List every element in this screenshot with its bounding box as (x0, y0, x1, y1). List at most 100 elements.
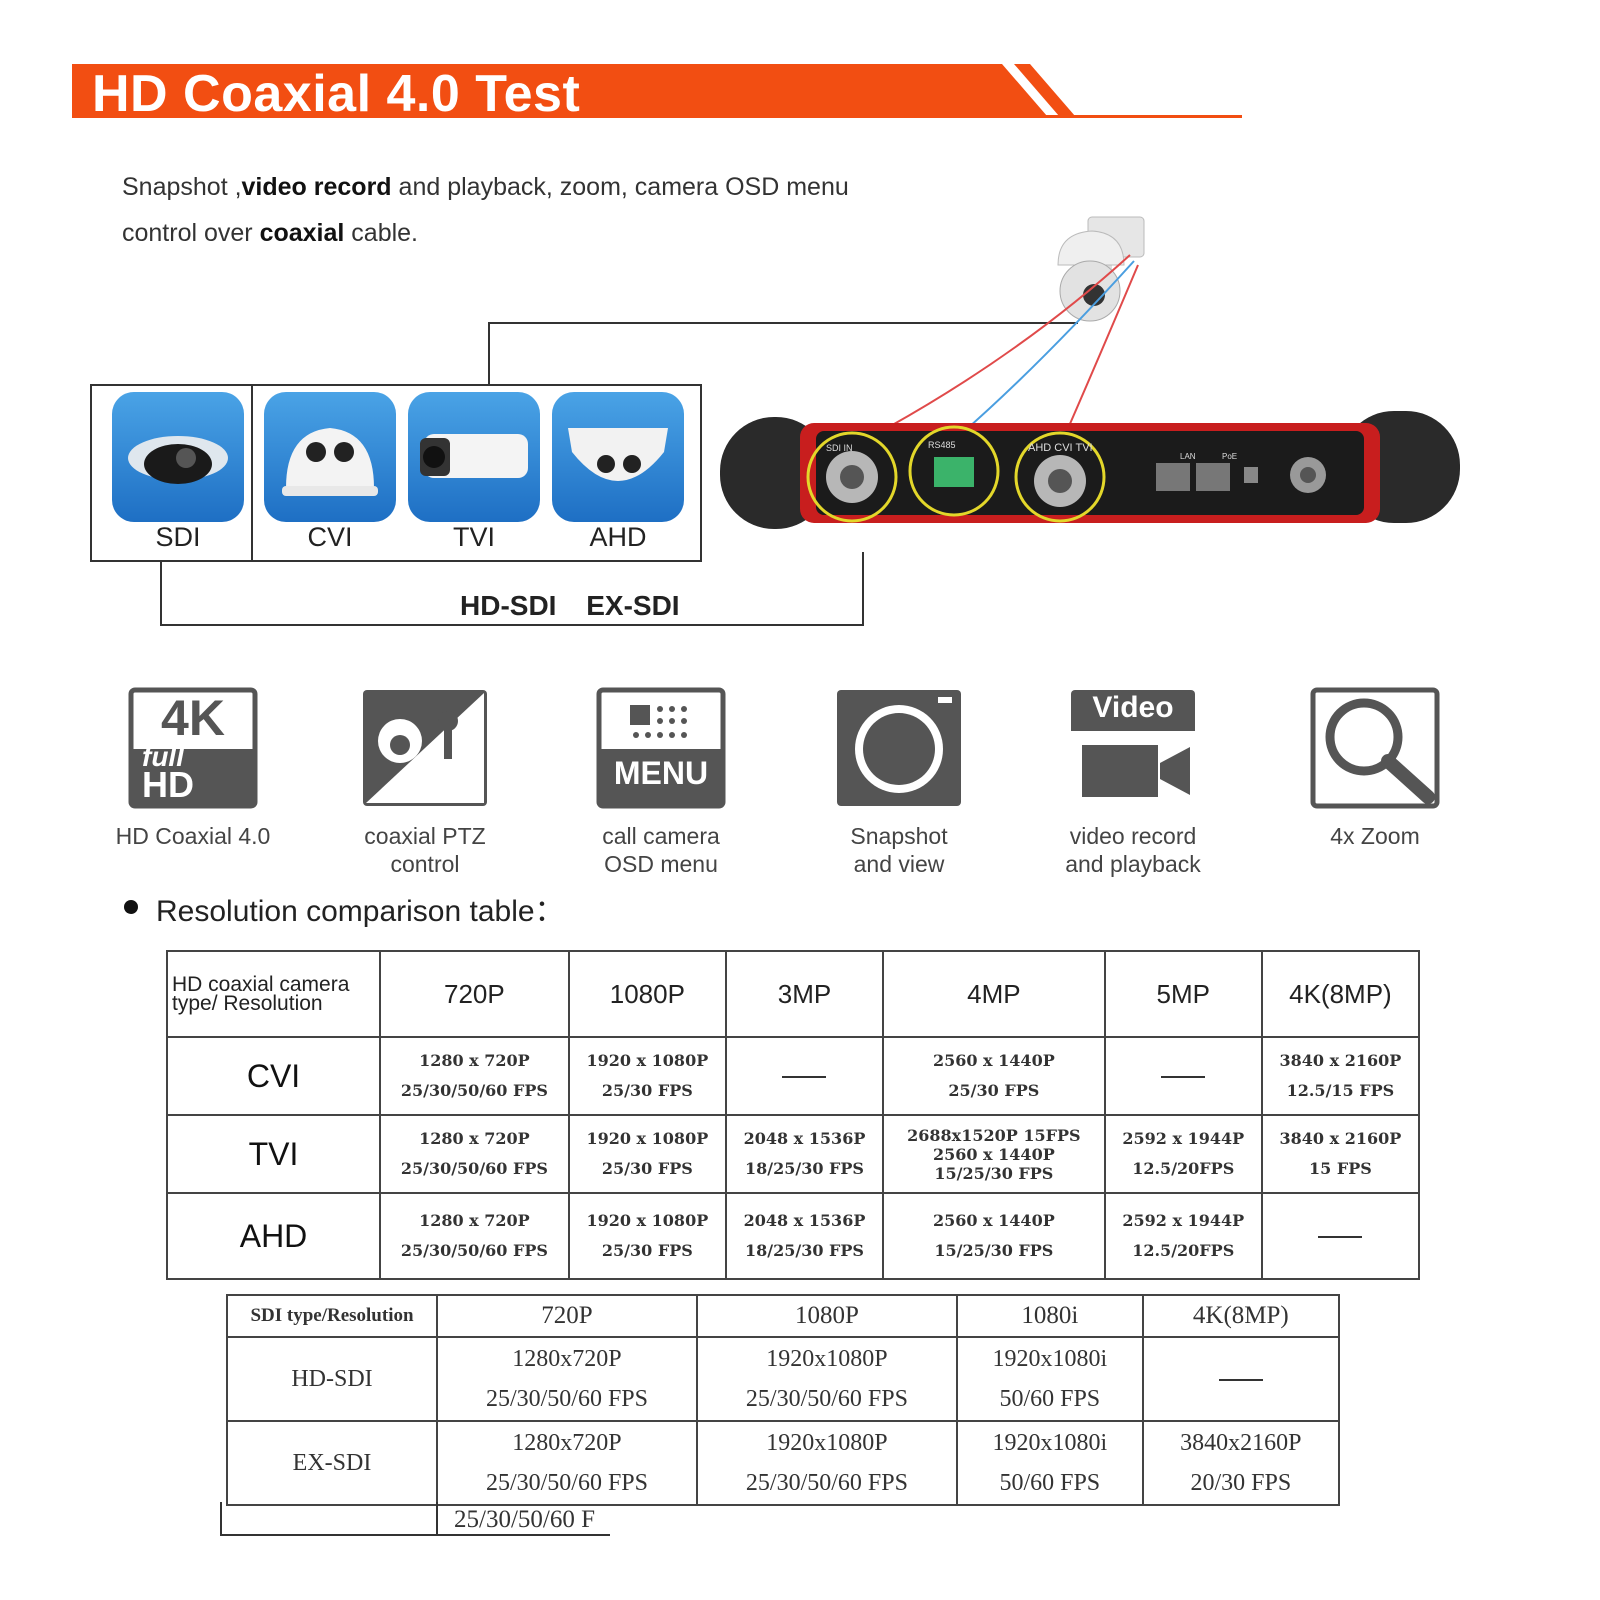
table-corner-header: SDI type/Resolution (226, 1294, 438, 1338)
table-column-header: 4MP (882, 950, 1106, 1038)
icon-text-hd: HD (142, 764, 194, 805)
connector-line (488, 322, 1078, 324)
table-fragment-border (436, 1502, 438, 1536)
ahd-camera-icon (552, 392, 684, 522)
table-fragment-border (220, 1502, 222, 1536)
icon-text-4k: 4K (161, 690, 225, 746)
page-title: HD Coaxial 4.0 Test (92, 65, 581, 123)
connector-line (160, 562, 162, 626)
port-label: SDI IN (826, 443, 853, 453)
sdi-resolution-table: SDI type/Resolution 720P 1080P 1080i 4K(… (226, 1294, 1341, 1506)
empty-dash (1161, 1075, 1206, 1078)
table-column-header: 4K(8MP) (1260, 950, 1421, 1038)
port-label: AHD CVI TVI (1028, 442, 1093, 454)
empty-dash (1218, 1379, 1263, 1382)
empty-dash (1318, 1235, 1363, 1238)
table-column-header: 1080i (955, 1294, 1144, 1338)
row-header: TVI (166, 1114, 381, 1194)
icon-text-video: Video (1092, 691, 1174, 724)
table-header-row: HD coaxial camera type/ Resolution 720P … (166, 950, 1421, 1038)
snapshot-icon (834, 687, 964, 809)
feature-label: HD Coaxial 4.0 (115, 823, 271, 849)
feature-label: 4x Zoom (1330, 823, 1420, 849)
table-column-header: 4K(8MP) (1141, 1294, 1341, 1338)
section-heading: Resolution comparison table： (156, 895, 565, 928)
table-column-header: 720P (436, 1294, 698, 1338)
table-fragment-text: 25/30/50/60 F (454, 1506, 595, 1533)
connector-line (862, 552, 864, 626)
table-header-row: SDI type/Resolution 720P 1080P 1080i 4K(… (226, 1294, 1341, 1338)
table-column-header: 720P (379, 950, 570, 1038)
table-column-header: 5MP (1103, 950, 1263, 1038)
row-header: AHD (166, 1192, 381, 1280)
video-record-icon: Video (1068, 687, 1198, 809)
camera-type-label: TVI (452, 522, 495, 552)
row-header: EX-SDI (226, 1420, 438, 1506)
table-cell-empty (1260, 1192, 1421, 1280)
table-column-header: 1080P (695, 1294, 958, 1338)
connector-line (160, 624, 864, 626)
icon-text-plus-minus: + - (412, 771, 441, 798)
tester-device-illustration (720, 216, 1460, 529)
empty-dash (782, 1075, 827, 1078)
table-column-header: 3MP (724, 950, 885, 1038)
camera-type-divider (251, 384, 253, 562)
tvi-camera-icon (408, 392, 540, 522)
ptz-control-icon: + - (360, 687, 490, 809)
camera-type-label: SDI (155, 522, 201, 552)
row-header: HD-SDI (226, 1336, 438, 1422)
table-fragment-border (220, 1534, 610, 1536)
connector-line (488, 322, 490, 384)
osd-menu-icon: MENU (596, 687, 726, 809)
4k-full-hd-icon: 4K full HD (128, 687, 258, 809)
sdi-bar-label: HD-SDI EX-SDI (460, 590, 680, 621)
cvi-camera-icon (264, 392, 396, 522)
camera-type-label: AHD (589, 522, 647, 552)
hd-coaxial-resolution-table: HD coaxial camera type/ Resolution 720P … (166, 950, 1421, 1280)
port-label: PoE (1222, 452, 1238, 461)
bullet-point (124, 900, 138, 914)
icon-text-full: full (142, 741, 184, 772)
zoom-icon (1310, 687, 1440, 809)
sdi-camera-icon (112, 392, 244, 522)
table-cell-empty (724, 1036, 885, 1116)
port-label: LAN (1180, 452, 1196, 461)
row-header: CVI (166, 1036, 381, 1116)
table-cell-empty (1141, 1336, 1341, 1422)
port-label: RS485 (928, 440, 956, 450)
intro-line-2: control over coaxial cable. (122, 219, 419, 247)
icon-text-menu: MENU (613, 755, 709, 791)
table-column-header: 1080P (567, 950, 727, 1038)
